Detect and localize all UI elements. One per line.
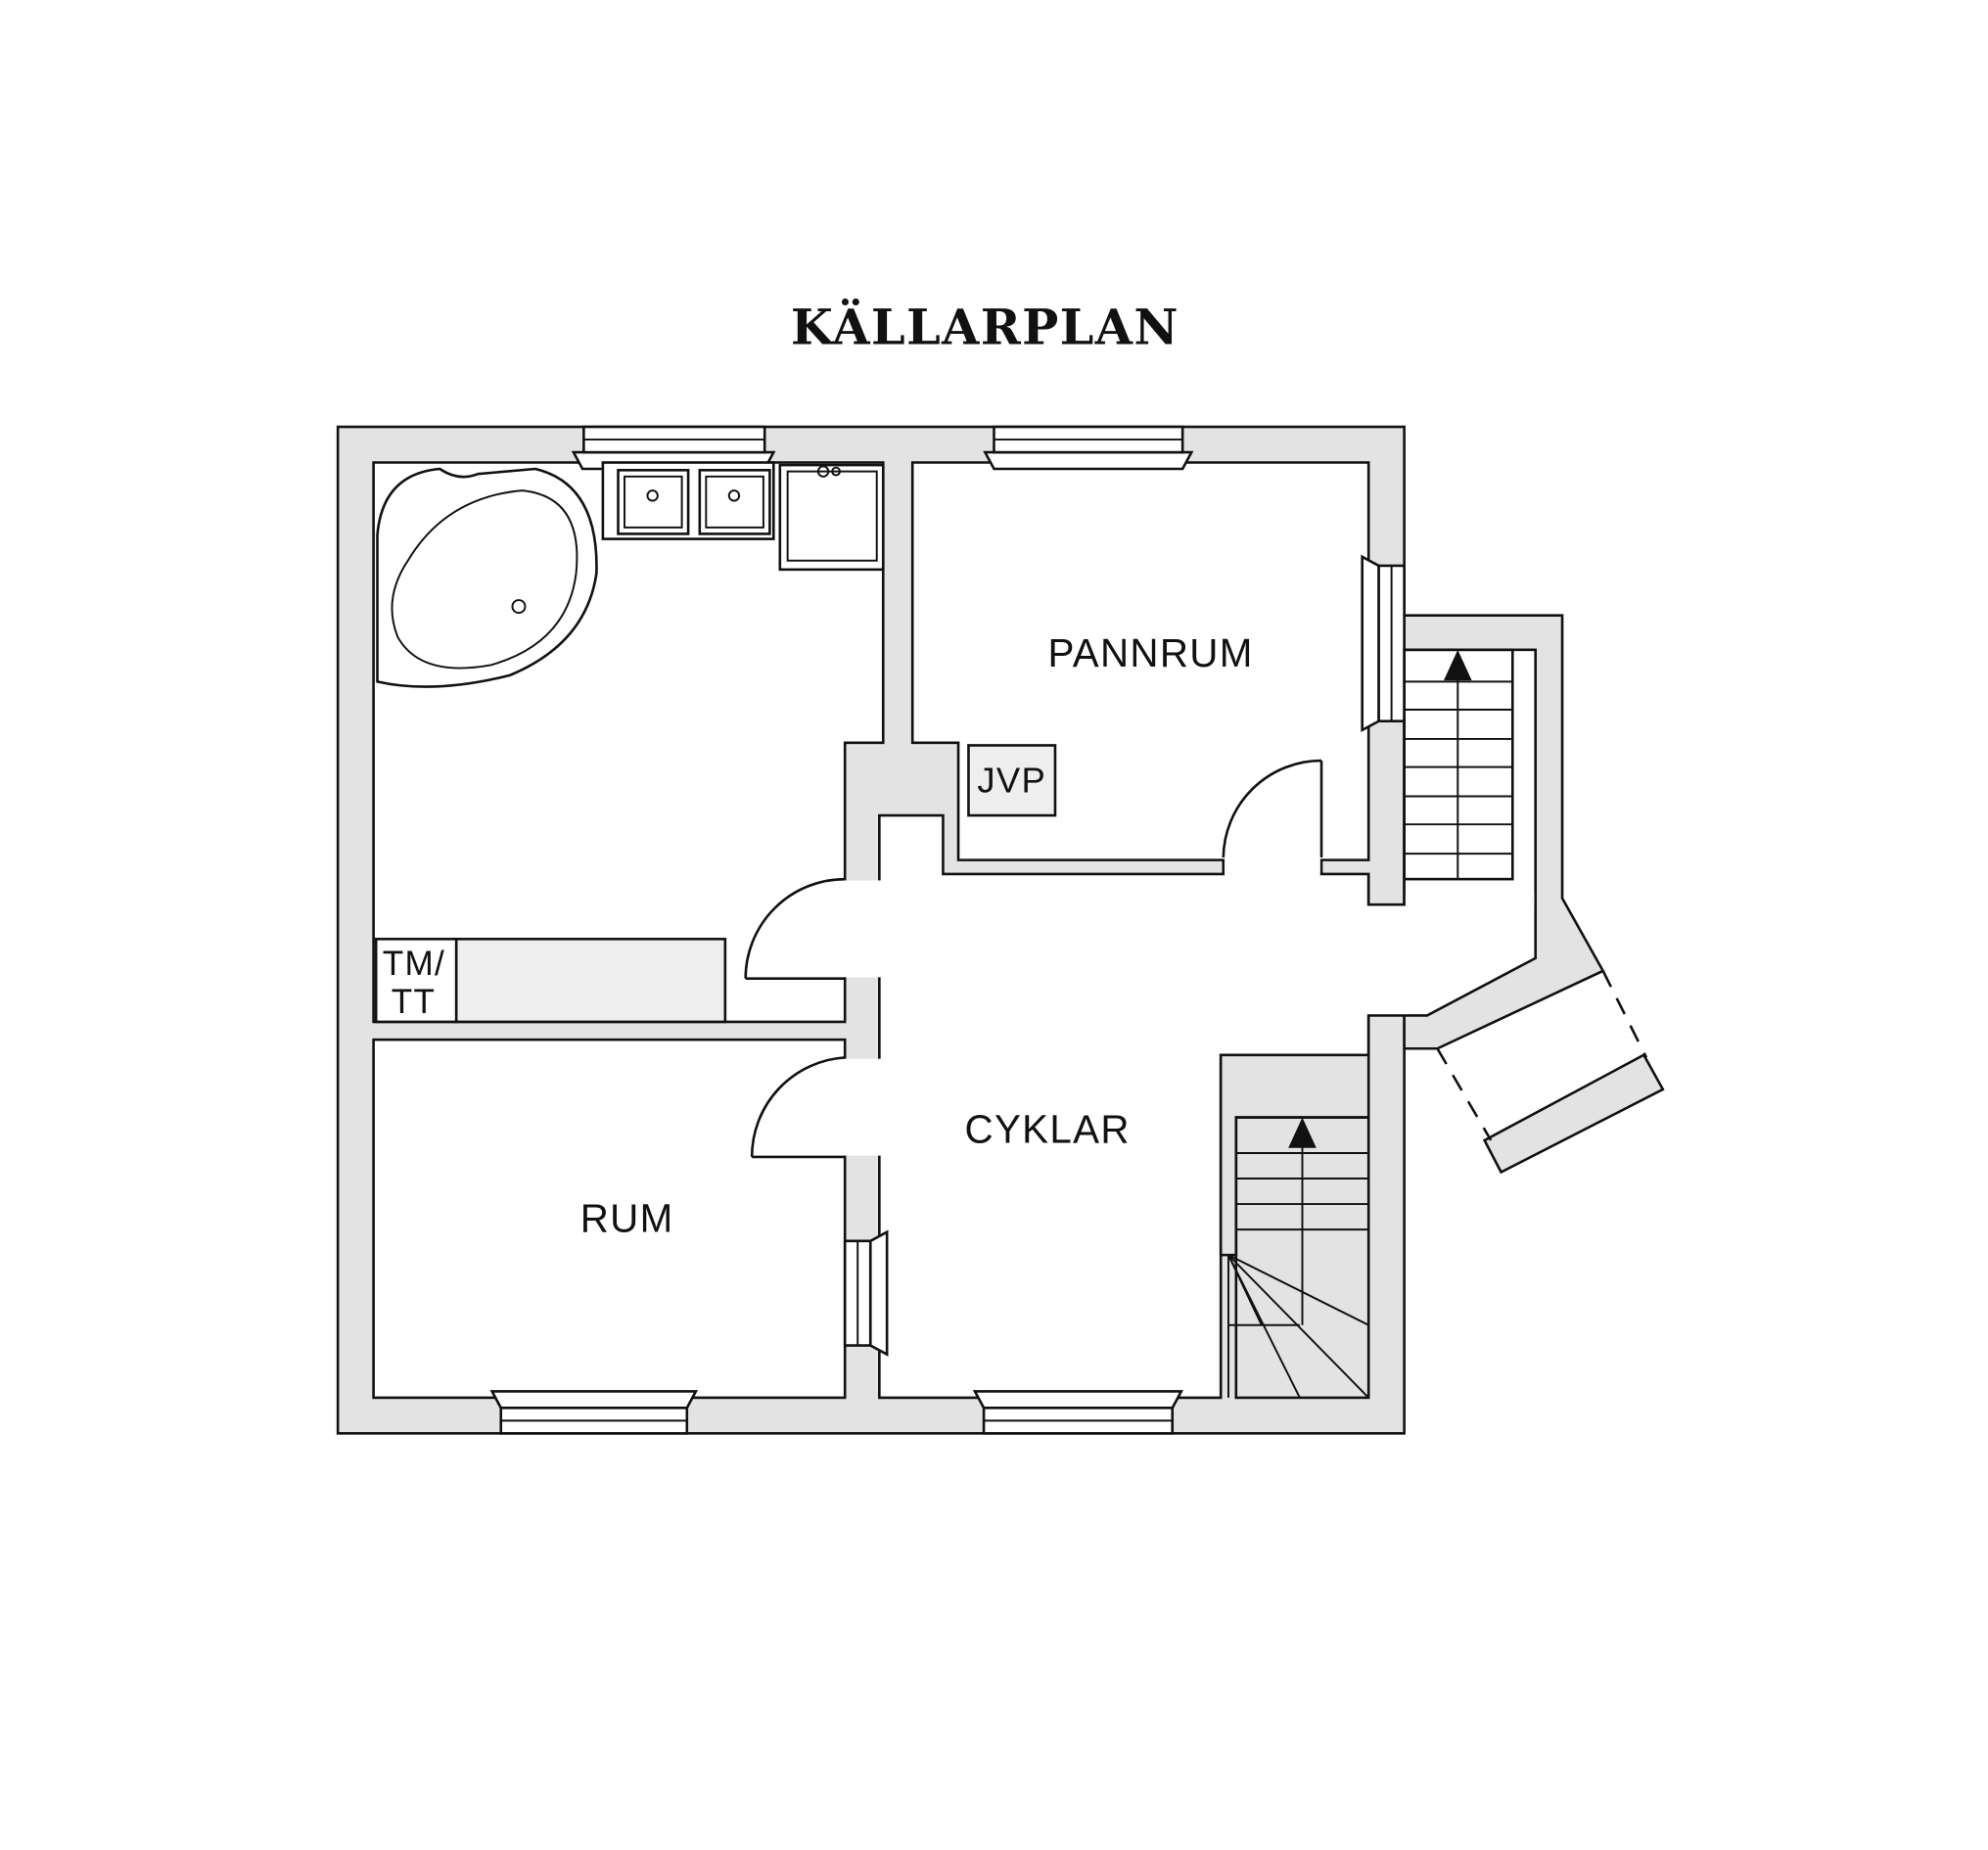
tm-tt-label-1: TM/: [383, 945, 445, 983]
rum-floor: [372, 1038, 847, 1400]
stair-1-floor: [1403, 648, 1538, 906]
corner-bathtub: [376, 467, 598, 688]
pannrum-door-opening: [1225, 856, 1320, 877]
double-sink: [601, 461, 775, 540]
heat-pump: JVP: [967, 744, 1057, 817]
arrow-up-icon: [1443, 649, 1472, 681]
shower: [778, 463, 885, 572]
window: [1361, 554, 1406, 733]
bath-door-opening: [841, 880, 884, 978]
room-label-pannrum: PANNRUM: [1048, 630, 1254, 675]
stairs-annex: [1403, 648, 1514, 881]
annex-opening: [1364, 905, 1409, 1015]
bathroom-door[interactable]: [744, 877, 846, 980]
rum-door[interactable]: [750, 1056, 846, 1159]
stairs-cyklar: [1227, 1116, 1370, 1400]
plan-title: KÄLLARPLAN: [791, 297, 1179, 355]
arrow-up-icon: [1288, 1117, 1317, 1148]
room-label-cyklar: CYKLAR: [965, 1107, 1131, 1152]
laundry-unit: TM/ TT: [374, 938, 727, 1024]
jvp-label: JVP: [977, 761, 1046, 801]
outdoor-ramp: [1436, 970, 1665, 1175]
window: [983, 425, 1194, 471]
room-label-rum: RUM: [580, 1196, 674, 1241]
rum-door-opening: [841, 1058, 884, 1156]
pannrum-door[interactable]: [1222, 759, 1323, 858]
window: [843, 1229, 889, 1357]
counter: [454, 938, 727, 1024]
tm-tt-label-2: TT: [392, 983, 437, 1021]
window: [972, 1390, 1184, 1435]
window: [489, 1390, 699, 1435]
stair-opening: [1405, 892, 1535, 907]
